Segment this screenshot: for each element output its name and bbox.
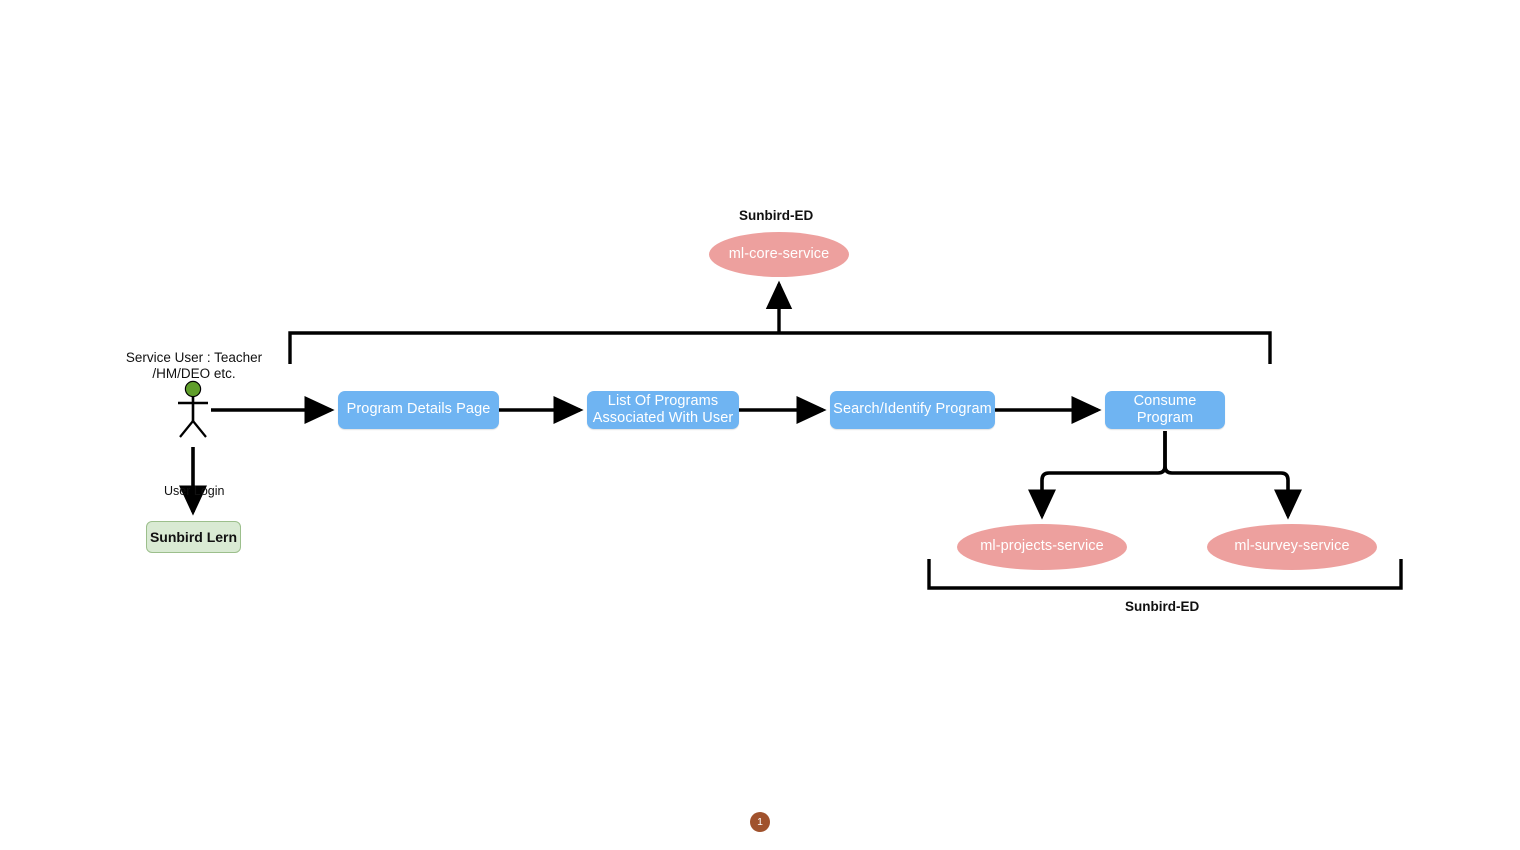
actor-stick-figure[interactable] xyxy=(171,380,215,440)
top-group-bracket xyxy=(288,331,1272,364)
group-label-sunbird-ed-top: Sunbird-ED xyxy=(739,208,814,223)
actor-label: Service User : Teacher /HM/DEO etc. xyxy=(125,350,263,382)
group-label-sunbird-ed-bottom: Sunbird-ED xyxy=(1125,599,1200,614)
node-ml-survey-service[interactable]: ml-survey-service xyxy=(1207,524,1377,570)
node-sunbird-lern[interactable]: Sunbird Lern xyxy=(146,521,241,553)
node-consume-program[interactable]: Consume Program xyxy=(1105,391,1225,429)
node-list-of-programs-associated-with-user[interactable]: List Of Programs Associated With User xyxy=(587,391,739,429)
edge-consume-to-services xyxy=(1027,431,1303,520)
node-ml-core-service[interactable]: ml-core-service xyxy=(709,232,849,277)
node-ml-projects-service[interactable]: ml-projects-service xyxy=(957,524,1127,570)
actor-leg-left xyxy=(179,420,194,438)
node-program-details-page[interactable]: Program Details Page xyxy=(338,391,499,429)
edge-label-user-login: User Login xyxy=(164,484,225,498)
actor-leg-right xyxy=(192,420,207,438)
node-search-identify-program[interactable]: Search/Identify Program xyxy=(830,391,995,429)
page-number-badge[interactable]: 1 xyxy=(750,812,770,832)
actor-head-icon xyxy=(184,380,202,398)
